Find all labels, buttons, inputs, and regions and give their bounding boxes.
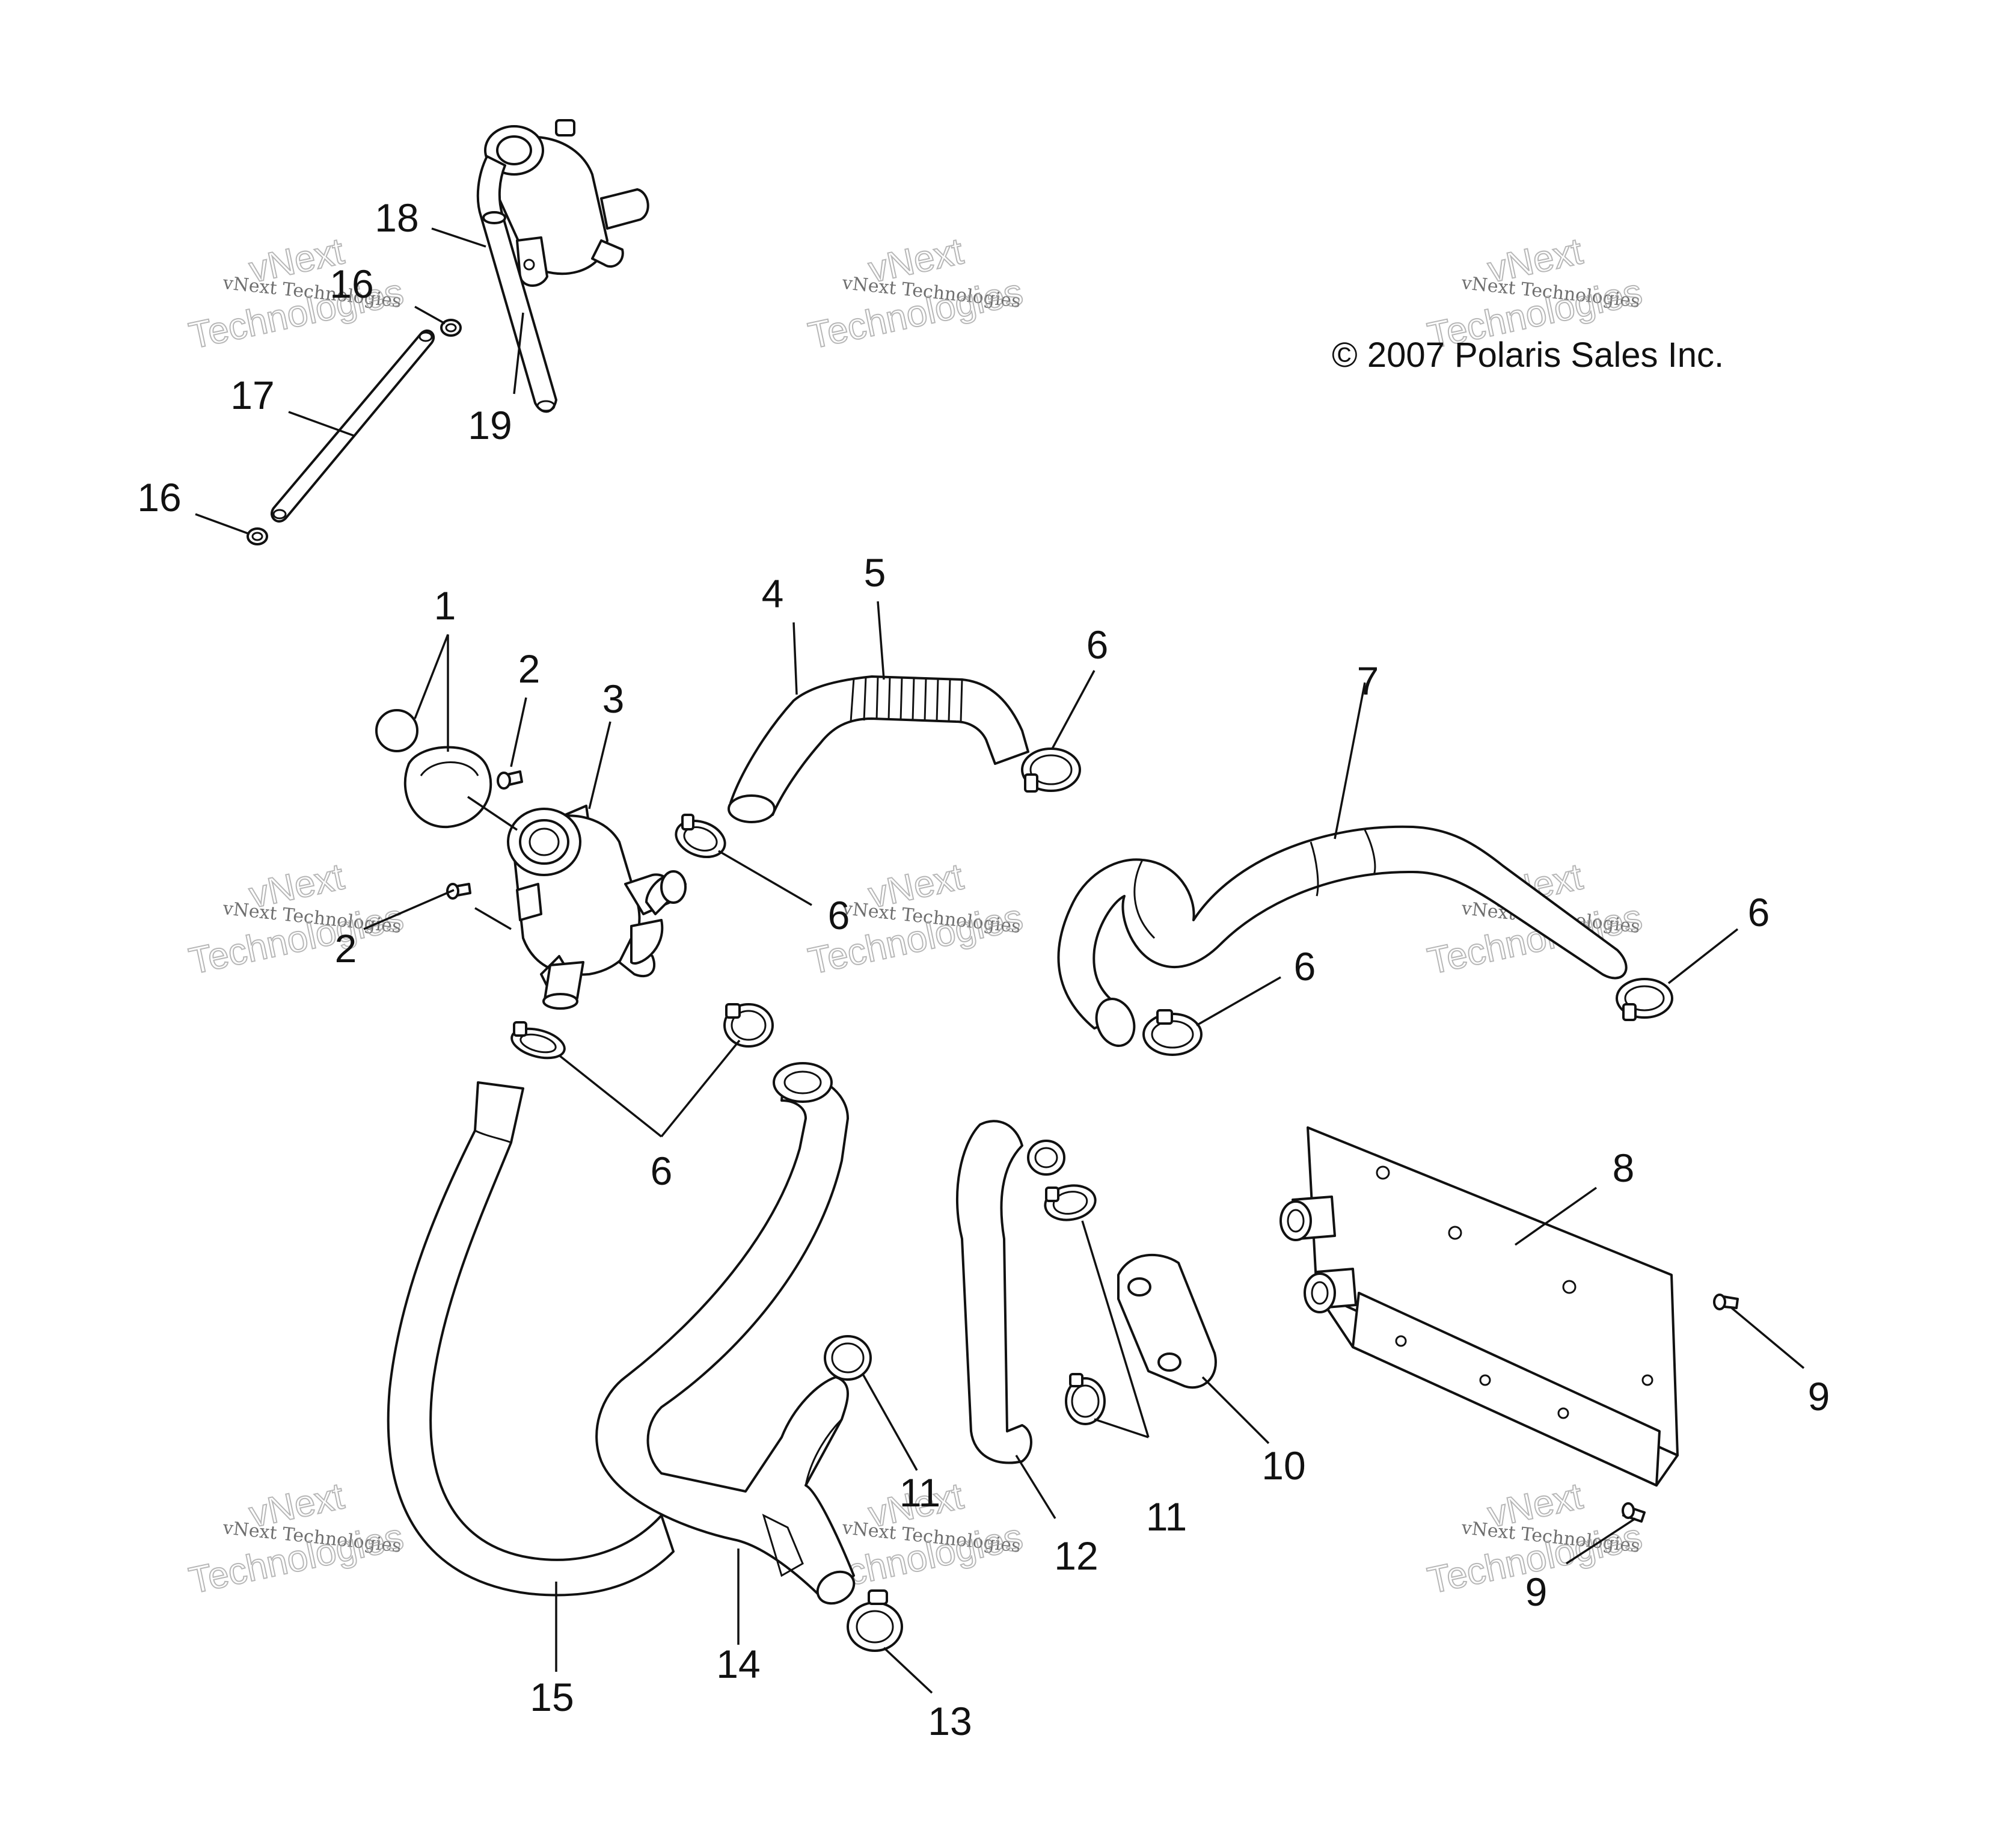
callout-19: 19	[468, 403, 512, 447]
clamp-16-lower	[247, 527, 268, 545]
callout-17: 17	[230, 373, 274, 417]
callout-11-hose14: 11	[899, 1470, 941, 1515]
callout-11-hose12: 11	[1146, 1494, 1187, 1539]
hose-15	[387, 1081, 675, 1597]
hose-7	[1057, 825, 1628, 1047]
heat-exchanger-8	[1279, 1126, 1679, 1487]
callout-3: 3	[602, 677, 625, 721]
callout-10: 10	[1261, 1443, 1305, 1488]
pad-10	[1117, 1253, 1217, 1389]
hose-12	[955, 1120, 1065, 1464]
screw-9-upper	[1713, 1294, 1739, 1310]
callout-2-lower: 2	[335, 926, 357, 971]
callout-7: 7	[1357, 658, 1379, 703]
leader-lines	[195, 227, 1805, 1694]
watermark-top-center: vNext vNext Technologies Technologies	[804, 230, 1027, 357]
coolant-cap-1	[375, 709, 492, 829]
callout-1: 1	[434, 583, 456, 628]
watermark-mid-left: vNext vNext Technologies Technologies	[185, 855, 408, 983]
callout-6-hose7-left: 6	[1294, 944, 1316, 989]
callout-16-lower: 16	[137, 475, 181, 520]
callout-16-upper: 16	[329, 262, 373, 306]
callout-4: 4	[762, 571, 784, 616]
callout-18: 18	[375, 195, 418, 240]
tank-3	[507, 805, 687, 999]
clamp-18	[482, 211, 506, 224]
clamp-6-hose7-right	[1616, 978, 1673, 1021]
clamp-6-tank-right	[723, 1003, 774, 1048]
callout-2-upper: 2	[518, 646, 541, 691]
screw-2-upper	[497, 770, 523, 790]
callout-15: 15	[530, 1675, 574, 1719]
tank-outlet-fitting	[542, 961, 584, 1010]
clamp-6-tank-left	[510, 1021, 566, 1060]
screw-2-lower	[446, 883, 471, 900]
callout-6-lower: 6	[651, 1149, 673, 1193]
watermark-bottom-left: vNext vNext Technologies Technologies	[185, 1475, 408, 1602]
callout-9-lower: 9	[1525, 1570, 1548, 1614]
hose-14	[595, 1062, 856, 1605]
clamp-13	[847, 1589, 903, 1652]
clamp-6-tank-upper	[675, 814, 726, 858]
clamp-16-upper	[440, 319, 462, 337]
clamp-11-hose14	[824, 1335, 872, 1381]
clamp-11-hose12-upper	[1044, 1184, 1097, 1221]
screw-9-lower	[1622, 1502, 1646, 1523]
clamp-11-hose12-lower	[1065, 1373, 1106, 1425]
clamp-6-hose5	[1021, 747, 1081, 793]
callout-6-hose5: 6	[1086, 622, 1109, 667]
callout-5: 5	[864, 550, 886, 595]
callout-9-upper: 9	[1808, 1374, 1830, 1419]
callout-12: 12	[1054, 1533, 1098, 1578]
copyright-notice: © 2007 Polaris Sales Inc.	[1332, 336, 1724, 375]
reservoir-top-inset	[484, 119, 649, 287]
callout-14: 14	[716, 1642, 760, 1686]
clamp-6-hose7-left	[1142, 1009, 1203, 1056]
callout-6-hose7-right: 6	[1748, 890, 1770, 935]
callout-6-tank: 6	[828, 893, 850, 938]
hose-4-5	[728, 675, 1029, 823]
callout-8: 8	[1613, 1146, 1635, 1190]
hose-17	[271, 329, 435, 523]
callout-13: 13	[928, 1699, 972, 1743]
